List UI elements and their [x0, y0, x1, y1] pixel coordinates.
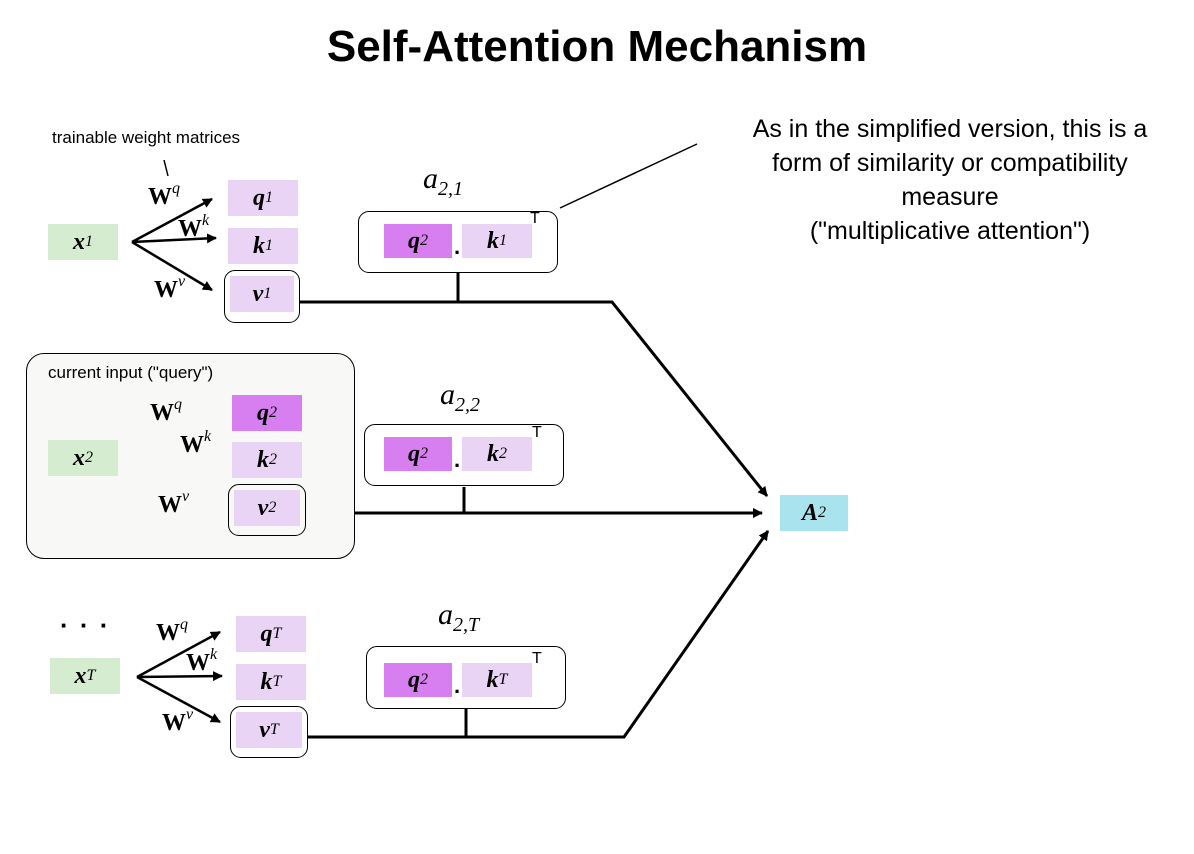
transpose-mark-1: T — [530, 210, 540, 227]
transpose-mark-2: T — [532, 424, 542, 441]
weight-q-label-1: Wq — [148, 180, 180, 210]
value-path-1 — [300, 300, 769, 497]
weights-pointer-line — [163, 159, 169, 177]
current-input-note: current input ("query") — [48, 363, 214, 382]
score-label-2: a2,2 — [440, 378, 480, 416]
weight-v-label-2: Wv — [158, 488, 190, 518]
weight-k-label-1: Wk — [178, 212, 210, 242]
value-v2-frame — [228, 484, 306, 536]
rowT-projection-arrows — [136, 630, 223, 724]
note-pointer-line — [559, 143, 698, 209]
weight-k-label-T: Wk — [186, 646, 218, 676]
value-vT-frame — [230, 706, 308, 758]
weight-k-label-2: Wk — [180, 428, 212, 458]
weight-v-label-1: Wv — [154, 273, 186, 303]
score-label-1: a2,1 — [423, 162, 463, 200]
score-box-T — [366, 646, 566, 709]
score-box-1 — [358, 211, 558, 273]
transpose-mark-T: T — [532, 650, 542, 667]
score-box-2 — [364, 424, 564, 486]
dot-operator-1: . — [454, 234, 461, 259]
score-label-T: a2,T — [438, 598, 480, 636]
weight-q-label-2: Wq — [150, 396, 182, 426]
weight-q-label-T: Wq — [156, 616, 188, 646]
ellipsis: · · · — [60, 610, 111, 640]
weights-note: trainable weight matrices — [52, 128, 241, 147]
dot-operator-2: . — [454, 447, 461, 472]
page-title: Self-Attention Mechanism — [326, 22, 868, 71]
similarity-note: As in the simplified version, this is a … — [752, 115, 1148, 245]
value-v1-frame — [224, 270, 300, 323]
value-path-T — [307, 530, 770, 739]
dot-operator-T: . — [454, 673, 461, 698]
weight-v-label-T: Wv — [162, 706, 194, 736]
row1-projection-arrows — [131, 197, 217, 292]
